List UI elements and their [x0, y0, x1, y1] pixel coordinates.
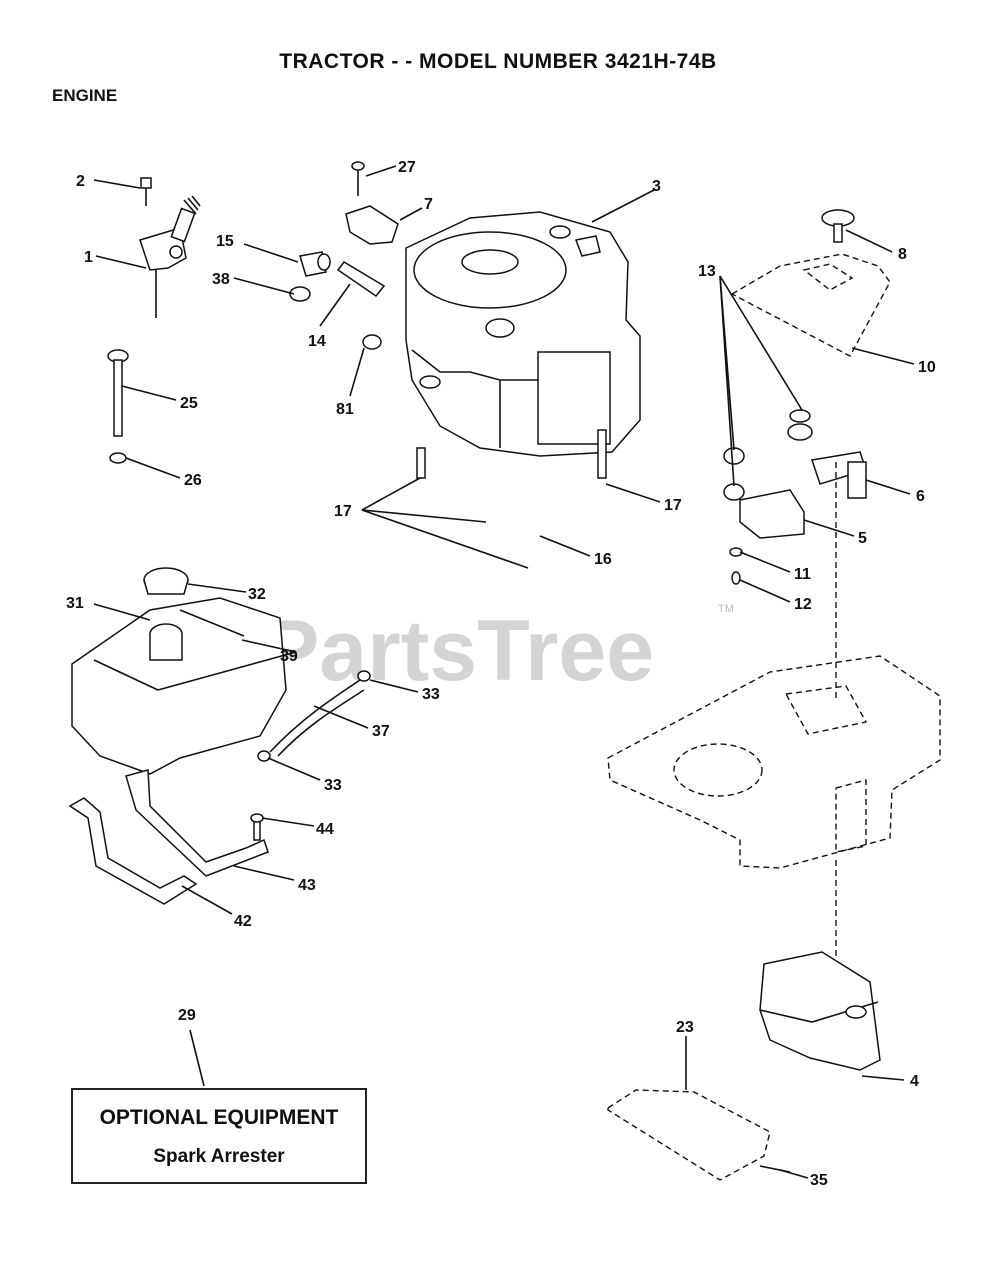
- optional-equipment-box: OPTIONAL EQUIPMENT Spark Arrester: [71, 1088, 367, 1184]
- callout-15: 15: [216, 233, 234, 250]
- bolt-25-part: [107, 349, 129, 464]
- callout-27: 27: [398, 159, 416, 176]
- throttle-control-part: [139, 177, 201, 318]
- callout-35: 35: [810, 1172, 828, 1189]
- pulley-part: [723, 409, 867, 700]
- heat-shield-part: [607, 1089, 791, 1181]
- elbow-fitting-part: [289, 251, 386, 302]
- callout-32: 32: [248, 586, 266, 603]
- callout-44: 44: [316, 821, 334, 838]
- callout-16: 16: [594, 551, 612, 568]
- spark-arrester-label: Spark Arrester: [153, 1146, 285, 1167]
- leader-lines: [93, 165, 915, 1179]
- clamp-7-part: [345, 161, 399, 245]
- bolts-17-part: [416, 429, 607, 479]
- callout-81: 81: [336, 401, 354, 418]
- frame-plate-part: [607, 655, 941, 960]
- callout-12: 12: [794, 596, 812, 613]
- callout-1: 1: [84, 249, 93, 266]
- muffler-part: [759, 951, 881, 1071]
- callout-11: 11: [794, 566, 811, 583]
- callout-43: 43: [298, 877, 316, 894]
- fuel-tank-part: [71, 567, 287, 775]
- fuel-line-part: [257, 670, 371, 762]
- callout-8: 8: [898, 246, 907, 263]
- watermark-trademark: TM: [718, 603, 734, 615]
- callout-14: 14: [308, 333, 326, 350]
- shield-part: [730, 209, 891, 357]
- section-title: ENGINE: [52, 86, 118, 105]
- callout-38: 38: [212, 271, 230, 288]
- callout-5: 5: [858, 530, 867, 547]
- callout-10: 10: [918, 359, 936, 376]
- callout-31: 31: [66, 595, 84, 612]
- callout-4: 4: [910, 1073, 919, 1090]
- callout-42: 42: [234, 913, 252, 930]
- callout-2: 2: [76, 173, 85, 190]
- callout-6: 6: [916, 488, 925, 505]
- optional-equipment-title: OPTIONAL EQUIPMENT: [99, 1106, 339, 1129]
- callout-numbers: 1 2 3 4 5 6 7 8 10 11 12 13 14 15 16 17 …: [66, 159, 936, 1189]
- callout-39: 39: [280, 648, 298, 665]
- callout-29: 29: [178, 1007, 196, 1024]
- callout-33a: 33: [422, 686, 440, 703]
- callout-25: 25: [180, 395, 198, 412]
- callout-37: 37: [372, 723, 390, 740]
- callout-17b: 17: [664, 497, 682, 514]
- tank-bracket-part: [68, 769, 269, 905]
- fitting-81-part: [362, 334, 382, 350]
- callout-7: 7: [424, 196, 433, 213]
- callout-3: 3: [652, 178, 661, 195]
- watermark-text: PartsTree: [262, 603, 654, 699]
- callout-13: 13: [698, 263, 716, 280]
- page-title: TRACTOR - - MODEL NUMBER 3421H-74B: [279, 50, 717, 73]
- callout-23: 23: [676, 1019, 694, 1036]
- callout-26: 26: [184, 472, 202, 489]
- callout-33b: 33: [324, 777, 342, 794]
- engine-part: [405, 211, 641, 457]
- callout-17a: 17: [334, 503, 352, 520]
